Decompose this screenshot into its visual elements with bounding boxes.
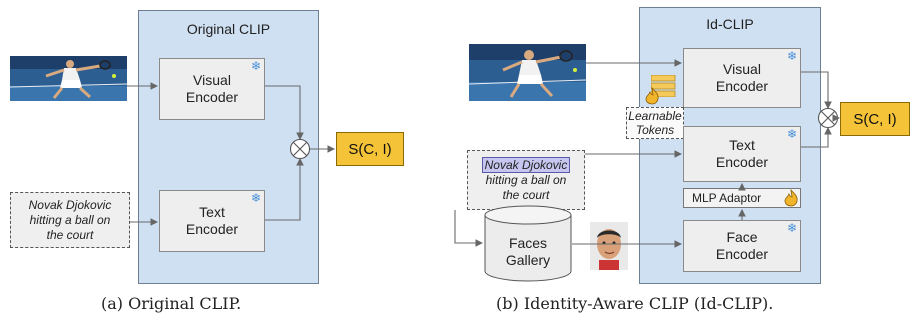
faces-gallery-label: Faces (508, 235, 548, 251)
panel-title: Id-CLIP (706, 16, 754, 32)
trainable-flame-icon (645, 87, 659, 105)
faces-gallery: Faces Gallery (484, 205, 572, 283)
face-portrait-picture (590, 222, 628, 270)
snowflake-icon: ❄ (787, 49, 798, 63)
figure-caption: (a) Original CLIP. (101, 294, 242, 313)
snowflake-icon: ❄ (251, 191, 262, 205)
flame-icon (783, 189, 799, 207)
identity-name-highlight: Novak Djokovic (481, 156, 571, 173)
token-stack-icon (651, 75, 676, 97)
mlp-adaptor: MLP Adaptor (683, 188, 801, 208)
tennis-player-image (10, 56, 127, 101)
faces-gallery-label: Gallery (505, 252, 551, 268)
tennis-player-picture (469, 44, 586, 101)
learnable-tokens-stack (651, 75, 679, 97)
database-cylinder-icon (484, 205, 572, 282)
flame-icon (644, 87, 660, 105)
multiply-operator (817, 107, 839, 129)
text-caption: Novak Djokovic hitting a ball on the cou… (467, 150, 585, 210)
tennis-player-picture (10, 56, 127, 101)
text-caption: Novak Djokovic hitting a ball on the cou… (10, 192, 130, 248)
figure-caption: (b) Identity-Aware CLIP (Id-CLIP). (496, 294, 774, 313)
snowflake-icon: ❄ (787, 127, 798, 141)
learnable-tokens-label: Learnable Tokens (626, 107, 684, 139)
similarity-output: S(C, I) (840, 102, 910, 136)
panel-title: Original CLIP (186, 21, 271, 37)
similarity-output: S(C, I) (336, 132, 404, 166)
snowflake-icon: ❄ (787, 221, 798, 235)
trainable-flame-icon (784, 189, 798, 207)
face-photo (590, 222, 628, 270)
snowflake-icon: ❄ (251, 59, 262, 73)
tennis-player-image (469, 44, 586, 101)
